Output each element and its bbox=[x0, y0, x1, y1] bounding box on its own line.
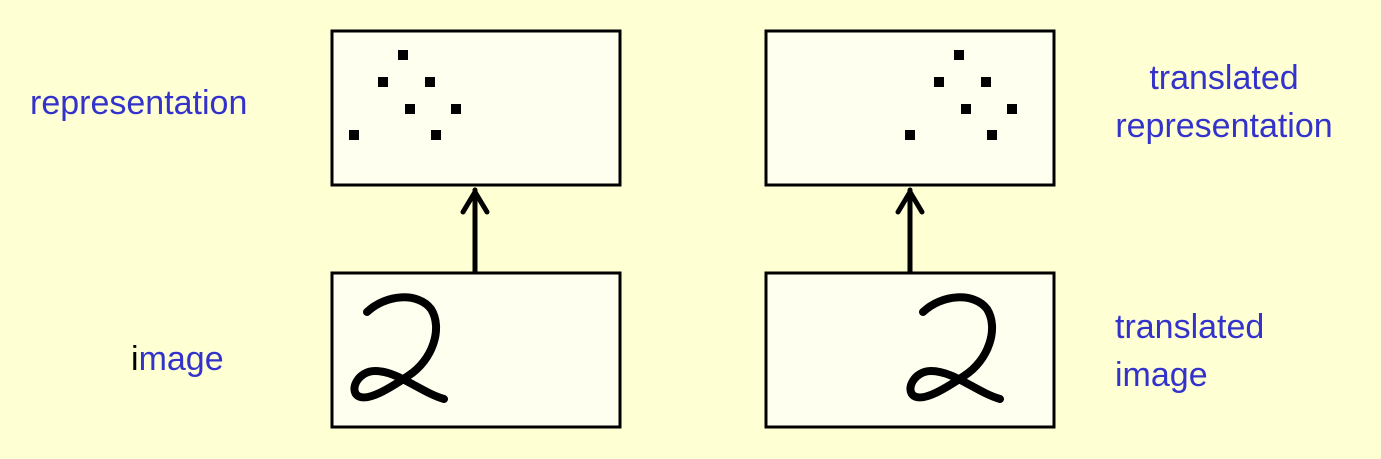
representation-label: representation bbox=[30, 79, 247, 127]
feature-dot bbox=[425, 77, 435, 87]
translated-representation-label-line1: translated bbox=[1149, 59, 1299, 97]
representation-label-text: representation bbox=[30, 84, 248, 122]
feature-dot bbox=[1007, 104, 1017, 114]
feature-dot bbox=[987, 130, 997, 140]
translated-representation-label: translated representation bbox=[1096, 54, 1352, 150]
translated-representation-feature-dots bbox=[905, 50, 1017, 140]
translated-image-label-line1: translated bbox=[1115, 308, 1265, 346]
translated-representation-label-line2: representation bbox=[1115, 107, 1333, 145]
translated-image-label-line2: image bbox=[1115, 356, 1208, 394]
image-label-rest: mage bbox=[138, 340, 224, 378]
arrow-translated-image-to-representation bbox=[895, 187, 925, 275]
translated-image-label: translated image bbox=[1115, 303, 1264, 399]
handwritten-digit-2 bbox=[350, 293, 448, 403]
feature-dot bbox=[981, 77, 991, 87]
feature-dot bbox=[431, 130, 441, 140]
feature-dot bbox=[905, 130, 915, 140]
translated-image-box bbox=[764, 271, 1056, 429]
feature-dot bbox=[398, 50, 408, 60]
image-label: image bbox=[131, 335, 224, 383]
feature-dot bbox=[405, 104, 415, 114]
image-label-first-letter: i bbox=[131, 340, 139, 378]
representation-feature-dots bbox=[349, 50, 461, 140]
feature-dot bbox=[378, 77, 388, 87]
feature-dot bbox=[934, 77, 944, 87]
feature-dot bbox=[954, 50, 964, 60]
image-box bbox=[330, 271, 622, 429]
translated-representation-box bbox=[764, 29, 1056, 187]
handwritten-digit-2-translated bbox=[906, 293, 1004, 403]
feature-dot bbox=[349, 130, 359, 140]
feature-dot bbox=[451, 104, 461, 114]
feature-dot bbox=[961, 104, 971, 114]
representation-box bbox=[330, 29, 622, 187]
arrow-image-to-representation bbox=[460, 187, 490, 275]
